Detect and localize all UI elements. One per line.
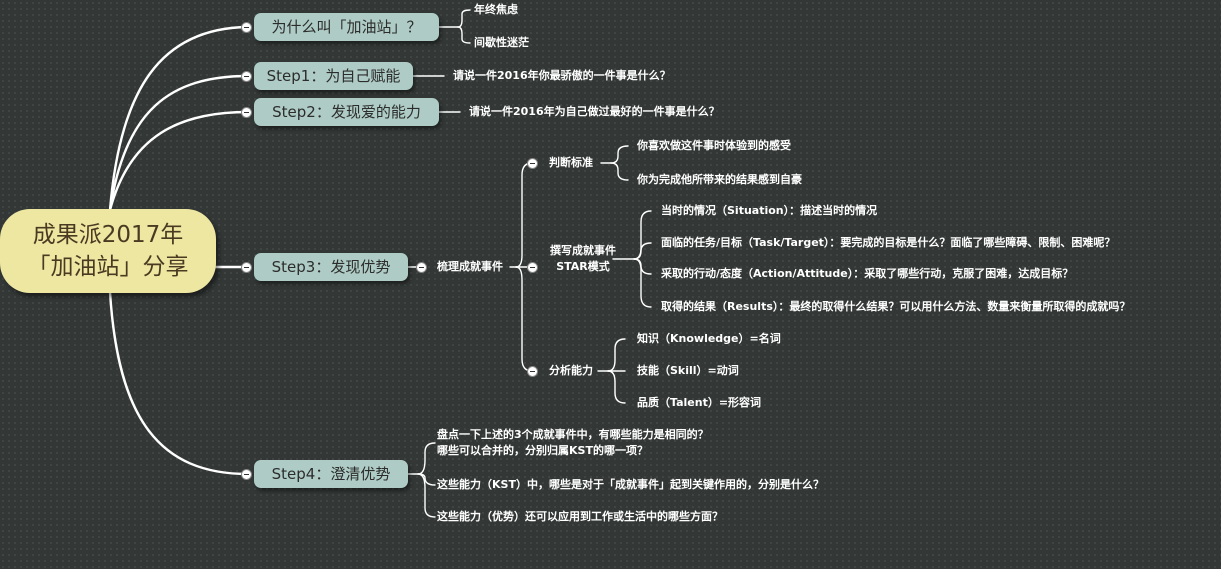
branch-step4-label: Step4：澄清优势 [271, 465, 391, 483]
star-label-line1: 撰写成就事件 [550, 244, 616, 257]
analysis-item-skill: 技能（Skill）=动词 [637, 364, 739, 377]
star-item-results: 取得的结果（Results）：最终的取得什么结果？可以用什么方法、数量来衡量所取… [661, 300, 1131, 313]
branch-step2-node[interactable]: Step2：发现爱的能力 [254, 98, 439, 126]
collapse-toggle-star[interactable] [527, 262, 538, 273]
root-node[interactable]: 成果派2017年 「加油站」分享 [0, 209, 216, 293]
step3-achievement-node[interactable]: 梳理成就事件 [437, 260, 503, 273]
branch-step2-label: Step2：发现爱的能力 [272, 103, 421, 121]
branch-step1-node[interactable]: Step1：为自己赋能 [254, 62, 413, 90]
analysis-item-talent: 品质（Talent）=形容词 [637, 396, 762, 409]
collapse-toggle-step3[interactable] [241, 262, 252, 273]
branch-step3-node[interactable]: Step3：发现优势 [254, 253, 408, 281]
branch-step1-label: Step1：为自己赋能 [266, 67, 401, 85]
star-item-action: 采取的行动/态度（Action/Attitude）：采取了哪些行动，克服了困难，… [661, 267, 1074, 280]
step2-question: 请说一件2016年为自己做过最好的一件事是什么？ [469, 105, 720, 118]
analysis-item-knowledge: 知识（Knowledge）=名词 [637, 332, 781, 345]
step4-item-1-line1: 盘点一下上述的3个成就事件中，有哪些能力是相同的？ [437, 428, 709, 441]
step4-item-1: 盘点一下上述的3个成就事件中，有哪些能力是相同的？ 哪些可以合并的，分别归属KS… [437, 427, 709, 459]
step4-item-2: 这些能力（KST）中，哪些是对于「成就事件」起到关键作用的，分别是什么？ [437, 478, 824, 491]
step4-item-3: 这些能力（优势）还可以应用到工作或生活中的哪些方面？ [437, 510, 723, 523]
branch-why-node[interactable]: 为什么叫「加油站」？ [254, 13, 439, 41]
why-item-2: 间歇性迷茫 [474, 36, 529, 49]
step4-item-1-line2: 哪些可以合并的，分别归属KST的哪一项？ [437, 444, 648, 457]
star-item-situation: 当时的情况（Situation）：描述当时的情况 [661, 204, 878, 217]
branch-step3-label: Step3：发现优势 [271, 258, 391, 276]
collapse-toggle-step2[interactable] [241, 107, 252, 118]
analysis-node[interactable]: 分析能力 [549, 364, 593, 377]
star-label-line2: STAR模式 [556, 260, 610, 273]
collapse-toggle-why[interactable] [241, 22, 252, 33]
branch-step4-node[interactable]: Step4：澄清优势 [254, 460, 408, 488]
step1-question: 请说一件2016年你最骄傲的一件事是什么？ [453, 69, 671, 82]
why-item-1: 年终焦虑 [474, 3, 518, 16]
branch-why-label: 为什么叫「加油站」？ [271, 18, 422, 36]
collapse-toggle-judge[interactable] [527, 158, 538, 169]
star-item-task: 面临的任务/目标（Task/Target）：要完成的目标是什么？面临了哪些障碍、… [661, 236, 1116, 249]
collapse-toggle-achievement[interactable] [416, 262, 427, 273]
root-title-line2: 「加油站」分享 [27, 254, 189, 280]
judge-criteria-node[interactable]: 判断标准 [549, 156, 593, 169]
collapse-toggle-step1[interactable] [241, 71, 252, 82]
judge-item-1: 你喜欢做这件事时体验到的感受 [637, 139, 791, 152]
root-title-line1: 成果派2017年 [32, 222, 184, 248]
collapse-toggle-analysis[interactable] [527, 366, 538, 377]
star-node[interactable]: 撰写成就事件 STAR模式 [548, 243, 618, 275]
collapse-toggle-step4[interactable] [241, 469, 252, 480]
judge-item-2: 你为完成他所带来的结果感到自豪 [637, 173, 802, 186]
